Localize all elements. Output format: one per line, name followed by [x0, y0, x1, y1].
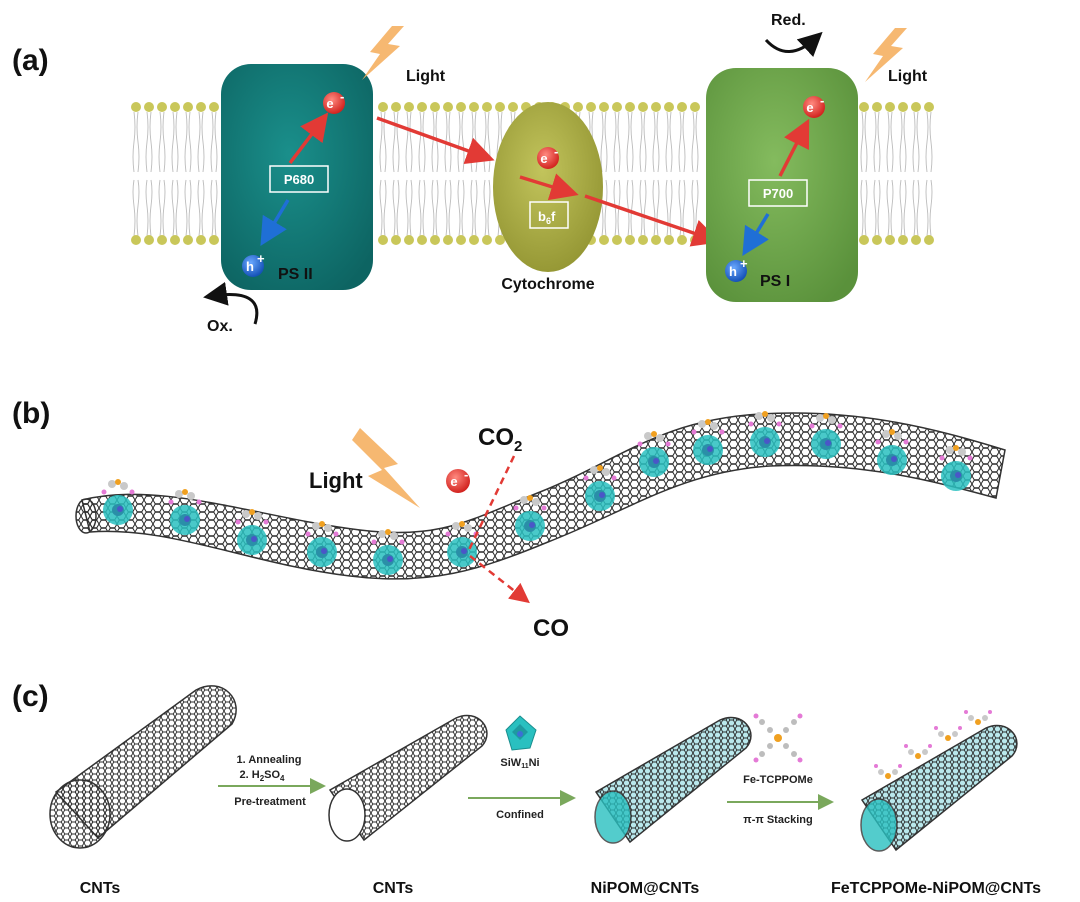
cytochrome-b6f: e - b6f Cytochrome — [493, 102, 603, 293]
electron-charge-b: - — [464, 467, 468, 482]
light-bolt-icon — [362, 26, 404, 80]
fetcppome-nipom-cnt-tube — [860, 724, 1018, 852]
psii-excitation-arrow — [288, 112, 329, 165]
nipom-cnt-tube — [594, 716, 752, 844]
cytochrome-transfer-arrow — [519, 173, 579, 201]
psi-excitation-arrow — [778, 118, 810, 177]
hole-icon — [242, 255, 264, 277]
photosystem-ii: P680 e - h + PS II — [221, 64, 373, 290]
reagent2-label: SiW11Ni — [500, 757, 539, 770]
electron-charge: - — [340, 89, 344, 104]
step2-name: Confined — [496, 809, 544, 821]
siw11ni-cluster-icon — [505, 715, 537, 751]
co2-inflow-dashed-line — [466, 455, 516, 553]
electron-charge: - — [554, 144, 558, 159]
hole-icon — [725, 260, 747, 282]
psi-hole-arrow — [742, 213, 770, 256]
light-label-right: Light — [888, 68, 928, 85]
product-label-3: FeTCPPOMe-NiPOM@CNTs — [831, 880, 1041, 897]
light-bolt-icon — [352, 428, 420, 508]
co-label: CO — [533, 615, 569, 642]
co2-label: CO2 — [478, 424, 522, 455]
fe-tcppome-molecule-icon — [753, 713, 803, 763]
b6f-box — [529, 201, 569, 229]
cnt-composite-tube — [75, 412, 1006, 580]
electron-symbol: e — [806, 100, 813, 115]
cnt-capped-tube — [49, 685, 237, 849]
psii-body — [221, 64, 373, 290]
p700-label: P700 — [763, 186, 793, 201]
psii-hole-arrow — [260, 199, 290, 247]
electron-icon — [537, 147, 559, 169]
electron-symbol: e — [540, 151, 547, 166]
light-label-b: Light — [309, 468, 363, 493]
electron-charge: - — [820, 93, 824, 108]
light-label-left: Light — [406, 68, 446, 85]
hole-symbol: h — [729, 264, 737, 279]
cnt-open-tube — [328, 714, 488, 842]
step3-name: π-π Stacking — [743, 814, 812, 826]
product-label-0: CNTs — [80, 880, 121, 897]
ox-label: Ox. — [207, 318, 233, 335]
reduction-arrow-icon — [764, 31, 823, 57]
photosystem-i: P700 e - h + PS I — [706, 68, 858, 302]
p700-box — [748, 179, 808, 207]
hole-symbol: h — [246, 259, 254, 274]
light-bolt-icon — [865, 28, 907, 82]
electron-symbol: e — [326, 96, 333, 111]
porphyrin-decorations — [874, 710, 992, 779]
hole-charge: + — [740, 256, 748, 271]
cytochrome-to-psi-arrow — [584, 194, 721, 247]
hole-charge: + — [257, 251, 265, 266]
electron-icon — [446, 469, 470, 493]
product-label-2: NiPOM@CNTs — [591, 880, 700, 897]
reagent3-label: Fe-TCPPOMe — [743, 774, 813, 786]
step1-line2: 2. H2SO4 — [240, 769, 286, 783]
oxidation-arrow-icon — [203, 281, 259, 325]
product-label-1: CNTs — [373, 880, 414, 897]
psi-label: PS I — [760, 273, 790, 290]
psii-to-cytochrome-arrow — [376, 116, 495, 165]
panel-label-b: (b) — [12, 397, 50, 430]
electron-icon — [803, 96, 825, 118]
electron-symbol-b: e — [450, 474, 457, 489]
p680-box — [269, 165, 329, 193]
cytochrome-label: Cytochrome — [501, 276, 594, 293]
psii-label: PS II — [278, 266, 313, 283]
panel-label-c: (c) — [12, 680, 49, 713]
pom-clusters — [101, 411, 973, 575]
red-label: Red. — [771, 12, 806, 29]
b6f-label: b6f — [538, 209, 556, 226]
panel-label-a: (a) — [12, 44, 49, 77]
step1-name: Pre-treatment — [234, 796, 306, 808]
step1-line1: 1. Annealing — [237, 754, 302, 766]
p680-label: P680 — [284, 172, 314, 187]
electron-icon — [323, 92, 345, 114]
